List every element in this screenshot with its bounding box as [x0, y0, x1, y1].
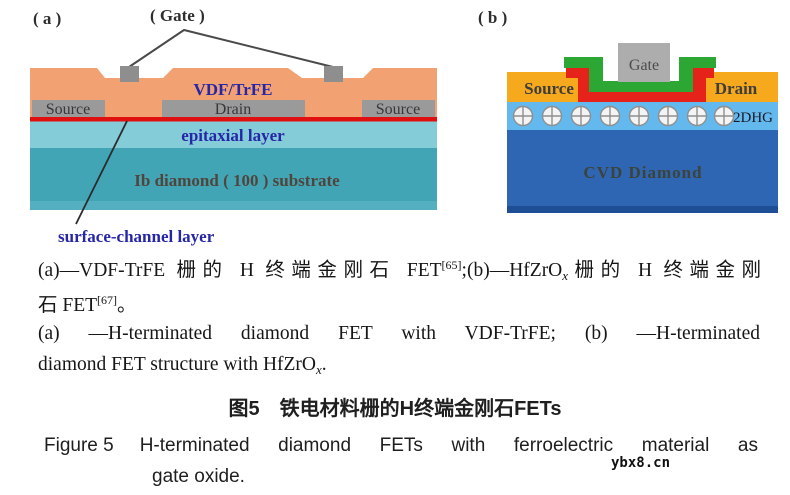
panel-b-label: ( b )	[478, 8, 507, 27]
source-right-block	[362, 100, 435, 117]
device-diagrams: ( a ) ( Gate ) VDF/TrFE Source Drain Sou…	[30, 6, 778, 246]
drain-label: Drain	[215, 101, 251, 118]
caption-zh-line1: (a)—VDF-TrFE 栅的 H 终端金刚石 FET[65];(b)—HfZr…	[38, 258, 761, 285]
gate-callout-line	[128, 28, 334, 68]
drain-block	[162, 100, 305, 117]
hole-icon	[570, 105, 592, 127]
substrate-label-a: Ib diamond ( 100 ) substrate	[134, 171, 340, 190]
caption-en-line2-part2: .	[321, 354, 327, 375]
source-left-label: Source	[46, 101, 90, 118]
caption-en-line1: (a) —H-terminated diamond FET with VDF-T…	[38, 323, 760, 344]
surface-channel-pointer-line	[75, 120, 128, 225]
figure-title-zh: 图5 铁电材料栅的H终端金刚石FETs	[228, 398, 562, 420]
caption-zh-line2-part1: 石 FET	[38, 295, 98, 316]
epitaxial-layer	[30, 121, 437, 148]
reference-superscript-65: [65]	[441, 258, 462, 272]
surface-channel-label: surface-channel layer	[58, 227, 215, 246]
surface-channel-line	[30, 117, 437, 122]
hole-icon	[512, 105, 534, 127]
hole-carrier-icons	[512, 105, 735, 127]
two-dhg-label: 2DHG	[733, 110, 773, 126]
green-oxide-layer	[564, 57, 716, 92]
cvd-diamond-label: CVD Diamond	[583, 163, 702, 182]
caption-en-line2-part1: diamond FET structure with HfZrO	[38, 354, 317, 375]
figure-number-label: Figure 5	[44, 435, 114, 456]
caption-zh-line2-part2: 。	[117, 295, 137, 316]
caption-en-line2: diamond FET structure with HfZrOx.	[38, 354, 327, 377]
substrate-bottom-band	[30, 201, 437, 210]
gate-block-b	[618, 43, 670, 82]
hole-icon	[628, 105, 650, 127]
caption-zh-line2: 石 FET[67]。	[38, 288, 137, 317]
panel-a-diagram: ( a ) ( Gate ) VDF/TrFE Source Drain Sou…	[30, 6, 437, 246]
epitaxial-label: epitaxial layer	[181, 126, 285, 145]
hole-icon	[686, 105, 708, 127]
cvd-substrate-bottom-edge	[507, 206, 778, 213]
hole-icon	[599, 105, 621, 127]
reference-superscript-67: [67]	[97, 293, 118, 307]
cvd-diamond-substrate	[507, 130, 778, 213]
subscript-x-en: x	[316, 362, 322, 377]
drain-label-b: Drain	[715, 79, 758, 98]
figure-title-en: Figure 5 H-terminated diamond FETs with …	[44, 435, 758, 457]
caption-zh-line1-part3: 栅的 H 终端金刚	[568, 260, 761, 281]
figure-title-en-line2: gate oxide.	[152, 466, 245, 487]
panel-b-diagram: ( b ) Gate Source Drain 2DHG CVD Diamond	[478, 8, 778, 213]
hole-icon	[657, 105, 679, 127]
vdf-trfe-label: VDF/TrFE	[193, 80, 272, 99]
gate-right-block	[324, 66, 343, 82]
watermark: ybx8.cn	[611, 455, 671, 471]
panel-a-label: ( a )	[33, 9, 61, 28]
source-label-b: Source	[524, 79, 574, 98]
caption-zh-line1-part1: (a)—VDF-TrFE 栅的 H 终端金刚石 FET	[38, 260, 442, 281]
gate-left-block	[120, 66, 139, 82]
gate-callout-label: ( Gate )	[150, 6, 205, 25]
source-left-block	[32, 100, 105, 117]
red-oxide-layer	[566, 68, 714, 102]
gate-label-b: Gate	[629, 57, 659, 74]
hole-icon	[541, 105, 563, 127]
source-right-label: Source	[376, 101, 420, 118]
figure-title-en-text: H-terminated diamond FETs with ferroelec…	[139, 435, 758, 456]
caption-zh-line1-part2: ;(b)—HfZrO	[461, 260, 563, 281]
hole-icon	[713, 105, 735, 127]
subscript-x: x	[562, 268, 569, 283]
